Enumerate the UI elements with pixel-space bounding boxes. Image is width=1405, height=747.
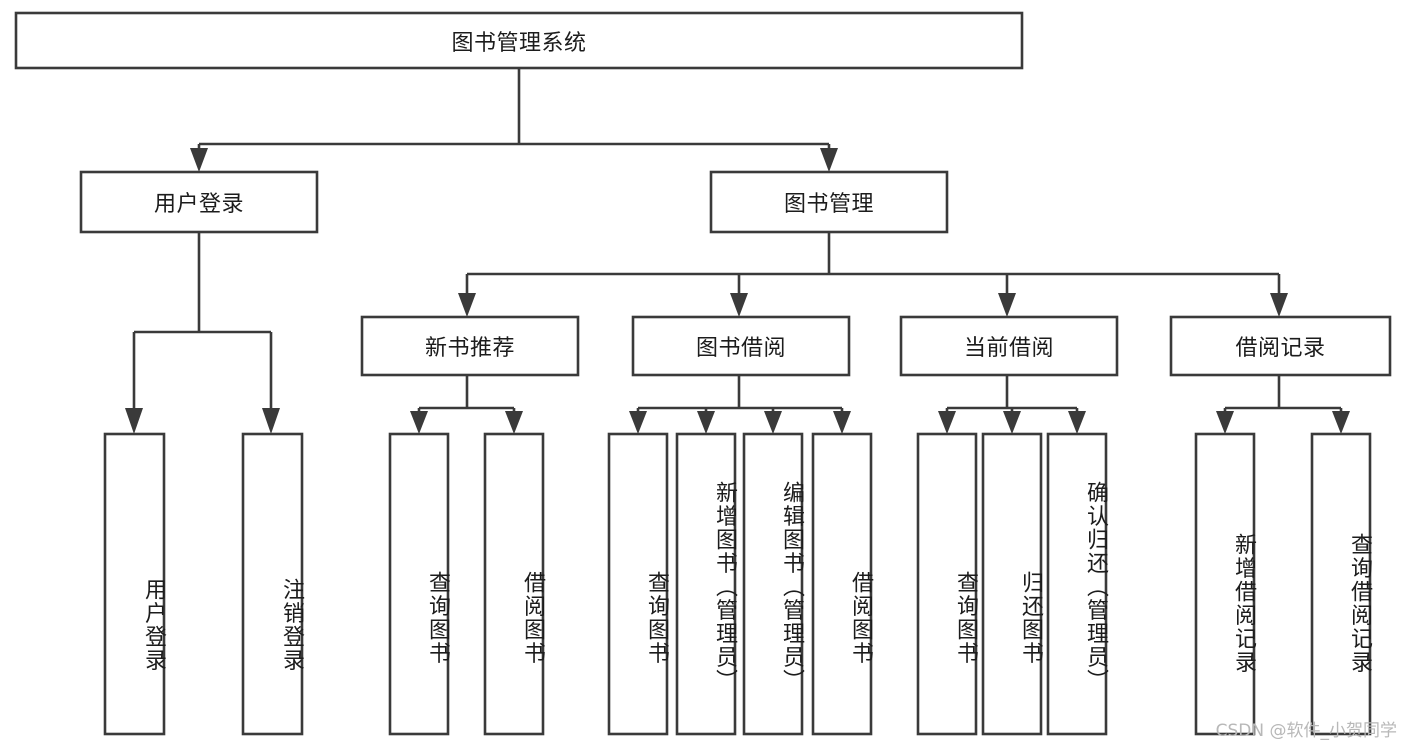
arrowhead-leaf-user-login — [125, 408, 143, 434]
arrowhead-leaf-query-book-borrow — [629, 411, 647, 434]
node-box-user-login[interactable] — [79, 170, 319, 234]
node-box-leaf-query-book-current[interactable] — [916, 432, 978, 736]
arrowhead-leaf-logout — [262, 408, 280, 434]
node-box-new-book-recommend[interactable] — [360, 315, 580, 377]
node-box-leaf-query-book-recommend[interactable] — [388, 432, 450, 736]
arrowhead-user-login — [190, 148, 208, 172]
node-box-leaf-borrow-book[interactable] — [811, 432, 873, 736]
connector-group-book-management — [458, 232, 1288, 317]
arrowhead-leaf-add-borrow-record — [1216, 411, 1234, 434]
arrowhead-leaf-query-book-recommend — [410, 411, 428, 434]
arrowhead-leaf-query-book-current — [938, 411, 956, 434]
node-box-leaf-query-borrow-record[interactable] — [1310, 432, 1372, 736]
node-box-leaf-add-book[interactable] — [675, 432, 737, 736]
connector-group-book-borrow — [629, 375, 851, 434]
arrowhead-leaf-add-book — [697, 411, 715, 434]
node-box-book-borrow[interactable] — [631, 315, 851, 377]
node-box-root[interactable] — [14, 11, 1024, 70]
arrowhead-leaf-return-book — [1003, 411, 1021, 434]
arrowhead-new-book-recommend — [458, 293, 476, 317]
node-box-leaf-query-book-borrow[interactable] — [607, 432, 669, 736]
node-box-leaf-return-book[interactable] — [981, 432, 1043, 736]
connector-group-current-borrow — [938, 375, 1086, 434]
node-box-leaf-logout[interactable] — [241, 432, 304, 736]
node-box-current-borrow[interactable] — [899, 315, 1119, 377]
arrowhead-book-management — [820, 148, 838, 172]
arrowhead-leaf-query-borrow-record — [1332, 411, 1350, 434]
connector-group-user-login — [125, 232, 280, 434]
connector-group-root — [190, 68, 838, 172]
node-box-leaf-confirm-return[interactable] — [1046, 432, 1108, 736]
node-box-book-management[interactable] — [709, 170, 949, 234]
arrowhead-leaf-edit-book — [764, 411, 782, 434]
arrowhead-book-borrow — [730, 293, 748, 317]
node-box-leaf-edit-book[interactable] — [742, 432, 804, 736]
node-box-leaf-add-borrow-record[interactable] — [1194, 432, 1256, 736]
arrowhead-borrow-record — [1270, 293, 1288, 317]
arrowhead-leaf-confirm-return — [1068, 411, 1086, 434]
connector-group-borrow-record — [1216, 375, 1350, 434]
node-box-leaf-user-login[interactable] — [103, 432, 166, 736]
node-box-borrow-record[interactable] — [1169, 315, 1392, 377]
arrowhead-leaf-borrow-book-recommend — [505, 411, 523, 434]
arrowhead-current-borrow — [998, 293, 1016, 317]
connector-group-new-book-recommend — [410, 375, 523, 434]
arrowhead-leaf-borrow-book — [833, 411, 851, 434]
node-box-leaf-borrow-book-recommend[interactable] — [483, 432, 545, 736]
